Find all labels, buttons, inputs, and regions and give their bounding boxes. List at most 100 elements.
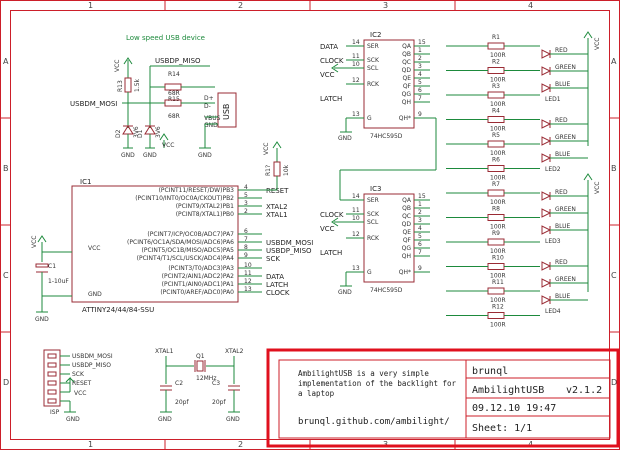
res-body-8	[487, 238, 505, 246]
led-3-color-2: BLUE	[555, 293, 571, 300]
d1-value: 3V6	[155, 126, 162, 138]
led-3-color-0: RED	[555, 259, 568, 266]
led-3-diode-2	[541, 295, 552, 305]
sr-left-num-1-2: 10	[352, 215, 360, 222]
res-body-9	[487, 263, 505, 270]
led-1-diode-0	[541, 119, 552, 129]
led-3-name: LED4	[545, 308, 561, 315]
r15-value: 68R	[168, 113, 180, 120]
sr-name-1: IC3	[370, 185, 381, 193]
res-name-5: R6	[492, 157, 500, 164]
c2-capacitor	[160, 385, 172, 391]
led-2-diode-1	[541, 208, 552, 218]
reset-pullup-name: R1?	[265, 165, 272, 176]
sr-right-label-1-2: QC	[402, 213, 411, 220]
isp-pin-0	[47, 353, 57, 359]
res-value-0: 100R	[490, 52, 506, 59]
led-0-color-2: BLUE	[555, 81, 571, 88]
usb-net-usbdp: USBDP_MISO	[155, 57, 201, 65]
sr-left-num-0-3: 12	[352, 77, 360, 84]
sr-left-label-0-1: SCK	[367, 57, 380, 64]
crystal-q1	[194, 360, 206, 372]
sr-left-num-1-0: 14	[352, 193, 360, 200]
c2-value: 20pf	[175, 399, 189, 406]
res-value-5: 100R	[490, 175, 506, 182]
res-name-9: R10	[492, 255, 504, 262]
isp-net-3: RESET	[72, 380, 92, 387]
sr-right-num-1-1: 1	[418, 201, 422, 208]
mcu-pin-num-9: 11	[244, 270, 252, 277]
sr-right-num-0-8: 9	[418, 111, 422, 118]
c1-name: C1	[48, 263, 56, 270]
sr-right-num-1-7: 7	[418, 249, 422, 256]
mcu-vcc-pin: VCC	[88, 245, 100, 252]
mcu-pin-fn-3: (PCINT8/XTAL1)PB0	[176, 211, 234, 218]
d1-gnd-label: GND	[143, 152, 157, 159]
sr-right-num-1-4: 4	[418, 225, 422, 232]
mcu-net-5: USBDM_MOSI	[266, 239, 313, 247]
sr-net-sck-1: CLOCK	[320, 211, 344, 219]
usb-pin-2: VBUS	[204, 115, 221, 122]
sr-right-label-1-7: QH	[402, 253, 411, 260]
sr-net-scl-1: VCC	[320, 225, 335, 233]
sr-right-label-0-3: QD	[402, 67, 412, 74]
sr-right-label-0-7: QH	[402, 99, 411, 106]
sr-right-num-1-8: 9	[418, 265, 422, 272]
mcu-pin-num-6: 8	[244, 244, 248, 251]
sr-right-label-0-0: QA	[402, 43, 412, 50]
mcu-pin-fn-6: (PCINT5/OC1B/MISO/ADC5)PA5	[141, 247, 234, 254]
isp-net-0: USBDM_MOSI	[72, 353, 113, 360]
res-value-11: 100R	[490, 322, 506, 329]
sr-right-num-0-0: 15	[418, 39, 426, 46]
res-value-3: 100R	[490, 126, 506, 133]
led-2-color-2: BLUE	[555, 223, 571, 230]
res-body-6	[487, 189, 505, 197]
led-1-name: LED2	[545, 166, 561, 173]
led-2-color-0: RED	[555, 189, 568, 196]
res-name-8: R9	[492, 230, 500, 237]
mcu-pin-fn-5: (PCINT6/OC1A/SDA/MOSI/ADC6)PA6	[127, 239, 234, 246]
c2-gnd-label: GND	[158, 416, 172, 423]
sr-left-num-1-1: 11	[352, 207, 360, 214]
mcu-net-11: CLOCK	[266, 289, 290, 297]
res-value-9: 100R	[490, 273, 506, 280]
d2-value: 3V6	[133, 126, 140, 138]
grid-col-bottom-2: 2	[238, 440, 243, 449]
c2-name: C2	[175, 380, 183, 387]
sr-right-num-0-1: 1	[418, 47, 422, 54]
r14-name: R14	[168, 71, 180, 78]
grid-col-top-2: 2	[238, 1, 243, 10]
c3-value: 20pf	[212, 399, 226, 406]
usb-connector	[217, 92, 237, 128]
isp-header	[43, 349, 61, 407]
usb-connector-vcc-arrow	[159, 133, 169, 148]
isp-net-4: VCC	[74, 390, 86, 397]
c1-value: 1-10uF	[48, 278, 69, 285]
led-vcc-arrows	[583, 31, 593, 292]
sr-right-num-1-3: 3	[418, 217, 422, 224]
usb-vbus-vcc: VCC	[162, 142, 174, 149]
mcu-pin-fn-0: (PCINT11/RESET/DW)PB3	[159, 187, 235, 194]
c3-capacitor	[228, 385, 240, 391]
title-block	[278, 359, 611, 439]
sr-part-1: 74HC595D	[370, 287, 403, 294]
mcu-pin-num-4: 6	[244, 228, 248, 235]
mcu-net-6: USBDP_MISO	[266, 247, 312, 255]
grid-col-top-4: 4	[528, 1, 533, 10]
mcu-pin-fn-11: (PCINT0/AREF/ADC0)PA0	[160, 289, 234, 296]
title-date: 09.12.10 19:47	[472, 403, 556, 414]
sr-right-label-0-2: QC	[402, 59, 411, 66]
mcu-pin-num-0: 4	[244, 184, 248, 191]
mcu-net-2: XTAL2	[266, 203, 288, 211]
led-2-color-1: GREEN	[555, 206, 576, 213]
res-name-1: R2	[492, 59, 500, 66]
res-value-6: 100R	[490, 199, 506, 206]
sr-right-num-1-5: 5	[418, 233, 422, 240]
title-project: AmbilightUSB	[472, 385, 544, 396]
led-0-diode-0	[541, 49, 552, 59]
res-value-2: 100R	[490, 101, 506, 108]
shift-register-ic3: IC374HC595DSER14SCK11SCL10RCK12G13QA15QB…	[320, 185, 430, 296]
mcu-pin-fn-1: (PCINT10/INT0/OC0A/CKOUT)PB2	[135, 195, 234, 202]
